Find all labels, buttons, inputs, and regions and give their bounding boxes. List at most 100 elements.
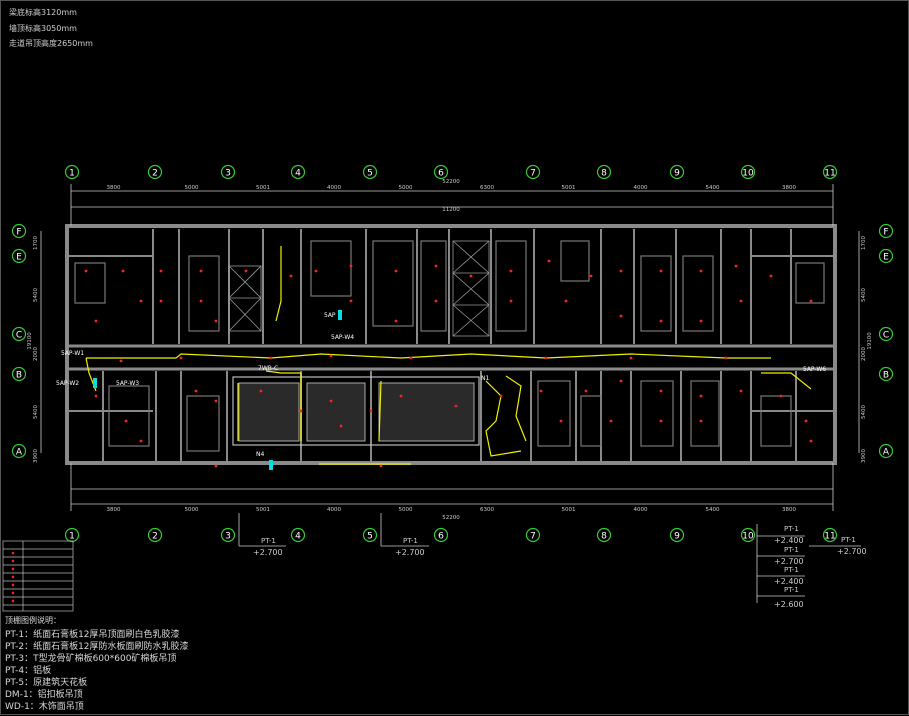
lamp-13 (349, 299, 353, 303)
dim-top-span-9: 3800 (782, 185, 796, 191)
lamp-12 (349, 264, 353, 268)
lamp-37 (329, 354, 333, 358)
lamp-20 (509, 299, 513, 303)
lamp-4 (159, 269, 163, 273)
dimension-lines (40, 184, 860, 511)
dim-right-0: 1700 (861, 236, 867, 250)
lamp-11 (314, 269, 318, 273)
lamp-14 (394, 269, 398, 273)
legend-item-pt1: PT-1：纸面石膏板12厚吊顶面刷白色乳胶漆 (5, 630, 180, 640)
axis-bottom-9-label: 9 (674, 532, 680, 542)
axis-left-1-label: E (16, 253, 22, 263)
axis-top-2-label: 2 (152, 169, 158, 179)
lamp-66 (804, 419, 808, 423)
lamp-5 (159, 299, 163, 303)
legend-symbols (11, 551, 15, 603)
legend-item-wd1: WD-1：木饰面吊顶 (5, 702, 84, 712)
lamp-67 (809, 439, 813, 443)
axis-top-1-bubble (64, 164, 80, 180)
axis-bottom-2-label: 2 (152, 532, 158, 542)
tag-5ap-w3: 5AP-W3 (116, 380, 139, 387)
lamp-26 (659, 269, 663, 273)
lamp-symbols (84, 259, 813, 468)
lamp-6 (199, 269, 203, 273)
lamp-63 (699, 419, 703, 423)
lamp-69 (379, 464, 383, 468)
elev-value-1: +2.700 (395, 548, 425, 557)
lamp-23 (589, 274, 593, 278)
dim-bottom-span-4: 5000 (399, 507, 413, 513)
axis-left-0-label: F (16, 228, 21, 238)
axis-top-2-bubble (147, 164, 163, 180)
panel-5ap-w2-icon[interactable] (93, 378, 97, 388)
axis-bottom-7-bubble (525, 527, 541, 543)
axis-right-3-bubble (878, 366, 894, 382)
lamp-64 (739, 389, 743, 393)
panel-5ap-icon[interactable] (338, 310, 342, 320)
dim-left-0: 1700 (33, 236, 39, 250)
axis-top-6-bubble (433, 164, 449, 180)
axis-bottom-5-bubble (362, 527, 378, 543)
lamp-18 (469, 274, 473, 278)
axis-top-10-label: 10 (742, 169, 754, 179)
panel-n4-icon[interactable] (269, 460, 273, 470)
axis-bottom-4-label: 4 (295, 532, 301, 542)
axis-right-1-bubble (878, 248, 894, 264)
note-beam-height: 梁底标高3120mm (9, 8, 77, 17)
legend-symbol-table (2, 540, 74, 612)
lamp-7 (199, 299, 203, 303)
lamp-33 (809, 299, 813, 303)
axis-bottom-8-bubble (596, 527, 612, 543)
axis-bottom-4-bubble (290, 527, 306, 543)
dim-top-mid: 11200 (442, 207, 460, 213)
axis-top-4-bubble (290, 164, 306, 180)
note-corridor-ceiling: 走道吊顶高度2650mm (9, 39, 93, 48)
dim-top-span-7: 4000 (634, 185, 648, 191)
axis-right-0-bubble (878, 223, 894, 239)
lamp-68 (214, 464, 218, 468)
dim-top-span-4: 5000 (399, 185, 413, 191)
lamp-44 (139, 439, 143, 443)
lamp-1 (121, 269, 125, 273)
dim-right-2: 2000 (861, 347, 867, 361)
axis-bottom-11-bubble (822, 527, 838, 543)
axis-right-2-label: C (883, 331, 889, 341)
axis-top-10-bubble (740, 164, 756, 180)
legend-item-dm1: DM-1：铝扣板吊顶 (5, 690, 83, 700)
tag-5ap: 5AP (324, 312, 336, 319)
lamp-24 (619, 269, 623, 273)
lamp-58 (609, 419, 613, 423)
dim-right-3: 5400 (861, 405, 867, 419)
axis-bottom-11-label: 11 (824, 532, 835, 542)
dim-bottom-span-6: 5001 (562, 507, 576, 513)
axis-left-3-label: B (16, 371, 22, 381)
axis-left-3-bubble (11, 366, 27, 382)
axis-top-7-label: 7 (530, 169, 536, 179)
axis-bottom-3-bubble (220, 527, 236, 543)
legend-item-pt2: PT-2：纸面石膏板12厚防水板面刷防水乳胶漆 (5, 642, 189, 652)
axis-top-11-bubble (822, 164, 838, 180)
axis-top-11-label: 11 (824, 169, 835, 179)
axis-bottom-1-label: 1 (69, 532, 75, 542)
legend-item-pt3: PT-3：T型龙骨矿棉板600*600矿棉板吊顶 (5, 654, 177, 664)
axis-top-8-bubble (596, 164, 612, 180)
axis-top-9-bubble (669, 164, 685, 180)
axis-left-2-label: C (16, 331, 22, 341)
elev-code-3: PT-1 (784, 546, 799, 554)
lamp-56 (559, 419, 563, 423)
axis-left-4-bubble (11, 443, 27, 459)
lamp-52 (399, 394, 403, 398)
dim-top-span-2: 5001 (256, 185, 270, 191)
lamp-46 (214, 399, 218, 403)
tag-room-mark: 7WB-C (258, 365, 278, 372)
lamp-3 (94, 319, 98, 323)
lamp-49 (329, 399, 333, 403)
elev-value-6: +2.700 (837, 547, 867, 556)
axis-top-3-bubble (220, 164, 236, 180)
elev-code-1: PT-1 (403, 537, 418, 545)
lamp-16 (434, 264, 438, 268)
dim-top-span-3: 4000 (327, 185, 341, 191)
lamp-22 (564, 299, 568, 303)
